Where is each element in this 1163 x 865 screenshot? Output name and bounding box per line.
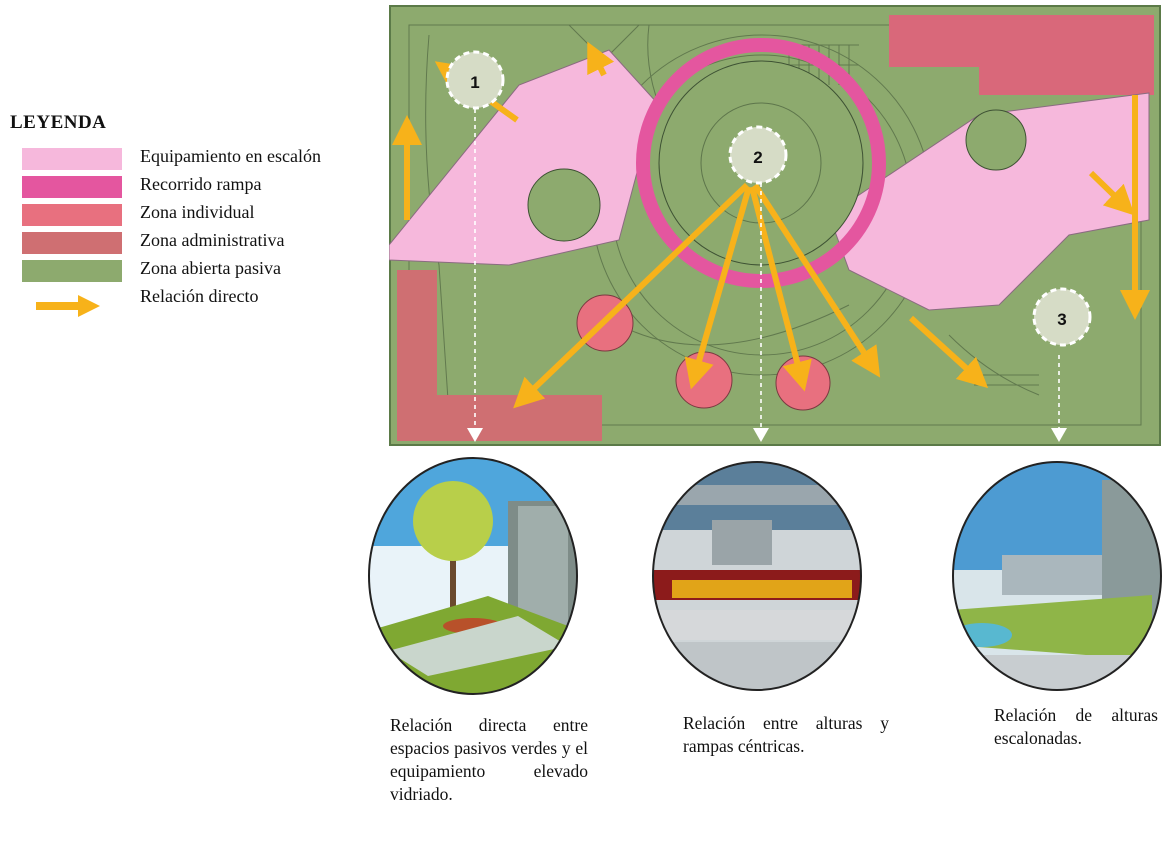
legend-title: LEYENDA xyxy=(10,112,107,133)
legend-swatch-administrativa xyxy=(22,232,122,254)
legend-swatch-equipamiento xyxy=(22,148,122,170)
legend-swatch-individual xyxy=(22,204,122,226)
view-guides xyxy=(474,101,1060,430)
relacion-arrow xyxy=(1088,170,1135,216)
legend-swatch-rampa xyxy=(22,176,122,198)
legend-arrow-icon xyxy=(36,295,100,317)
legend-item-equipamiento: Equipamiento en escalón xyxy=(22,146,362,172)
zona-administrativa xyxy=(397,395,602,441)
legend-label: Recorrido rampa xyxy=(140,174,262,194)
render-view-3 xyxy=(952,461,1162,691)
legend-item-administrativa: Zona administrativa xyxy=(22,230,362,256)
caption-1: Relación directa entre espacios pasivos … xyxy=(390,715,588,804)
legend-item-individual: Zona individual xyxy=(22,202,362,228)
relacion-arrow xyxy=(908,315,989,389)
relacion-arrow xyxy=(587,41,615,77)
legend-item-pasiva: Zona abierta pasiva xyxy=(22,258,362,284)
view-guide-arrowheads xyxy=(467,428,1067,442)
view-marker-2: 2 xyxy=(728,125,788,185)
legend-label: Zona abierta pasiva xyxy=(140,258,281,278)
relacion-arrow xyxy=(684,186,752,390)
zona-individual-circle xyxy=(775,355,831,411)
zona-individual-circle xyxy=(675,351,733,409)
legend-label: Equipamiento en escalón xyxy=(140,146,321,166)
stair-court xyxy=(965,109,1027,171)
legend-item-relacion: Relación directo xyxy=(22,286,362,317)
zona-individual xyxy=(979,15,1154,95)
legend-item-rampa: Recorrido rampa xyxy=(22,174,362,200)
legend-label: Zona individual xyxy=(140,202,255,222)
relacion-arrow xyxy=(752,183,881,378)
view-marker-3: 3 xyxy=(1032,287,1092,347)
site-plan: 1 2 3 xyxy=(389,5,1161,446)
site-plan-drawing: 1 2 3 xyxy=(389,5,1161,446)
caption-3: Relación de alturas escalonadas. xyxy=(994,705,1158,748)
relacion-arrow xyxy=(749,186,812,392)
legend-label: Zona administrativa xyxy=(140,230,285,250)
caption-2: Relación entre alturas y rampas céntrica… xyxy=(683,713,889,756)
equipamiento-escalon xyxy=(828,92,1150,311)
legend-label: Relación directo xyxy=(140,286,259,306)
render-view-1 xyxy=(368,457,578,695)
stair-court xyxy=(527,168,601,242)
view-marker-1: 1 xyxy=(445,50,505,110)
view-marker-label: 2 xyxy=(753,148,762,167)
legend-swatch-pasiva xyxy=(22,260,122,282)
relacion-arrow xyxy=(513,182,750,409)
view-marker-label: 3 xyxy=(1057,310,1066,329)
render-view-2 xyxy=(652,461,862,691)
view-marker-label: 1 xyxy=(470,73,479,92)
